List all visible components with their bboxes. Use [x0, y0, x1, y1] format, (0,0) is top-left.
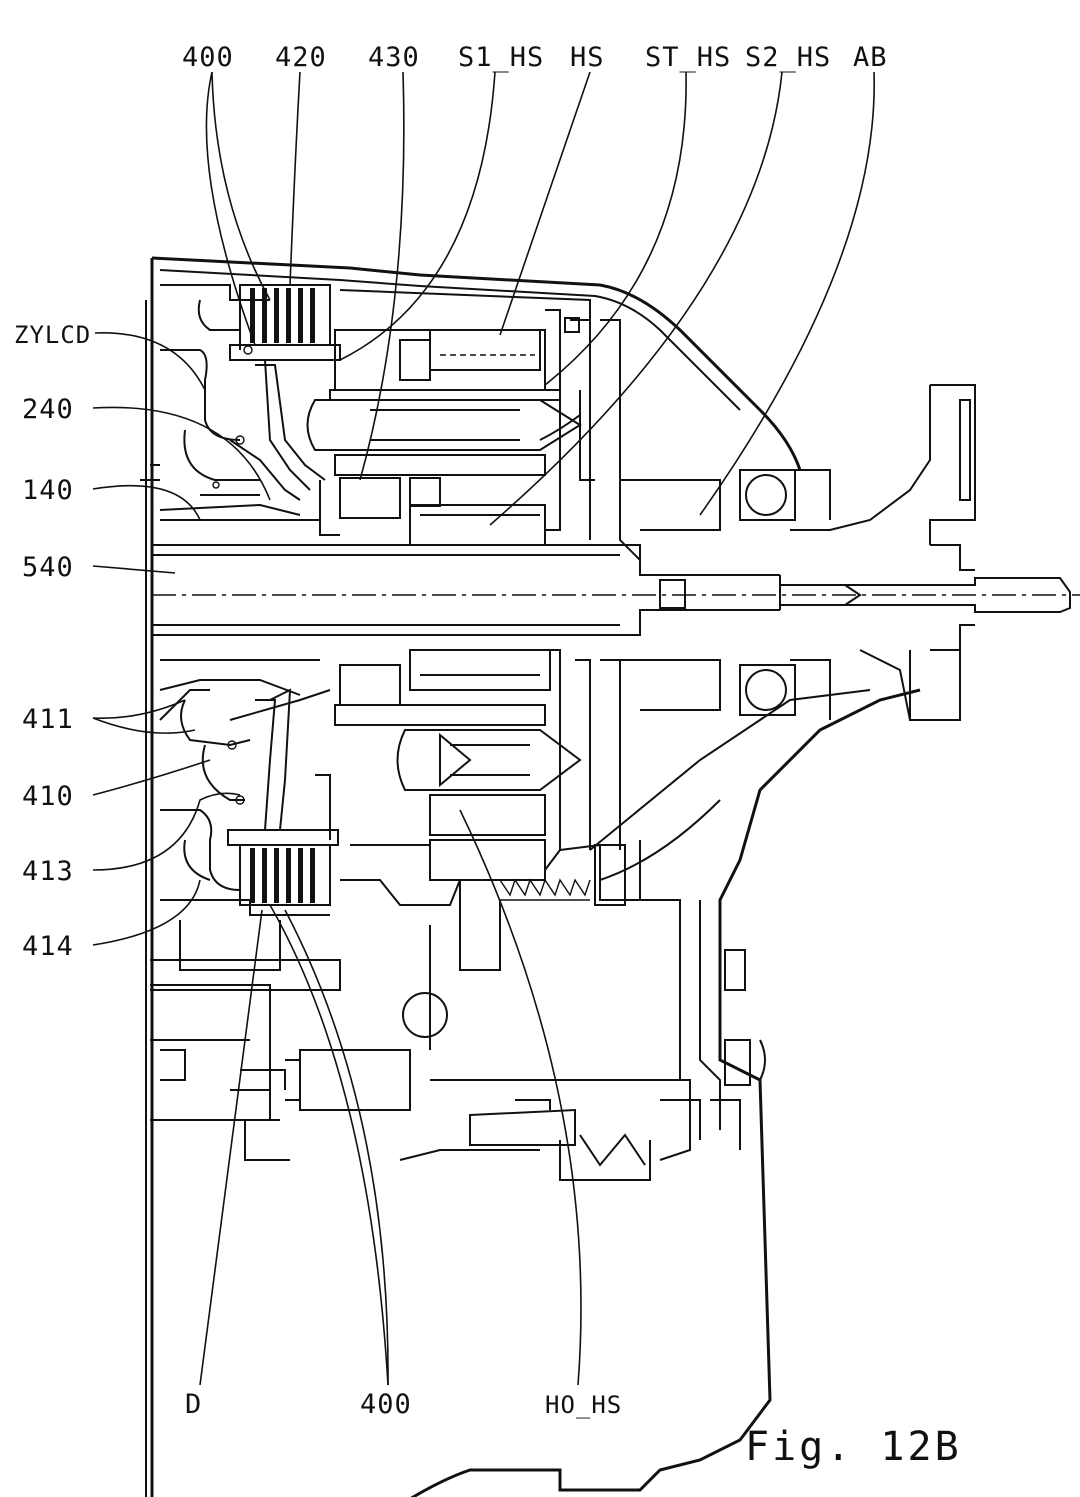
leader-240 — [92, 406, 271, 501]
label-zylcd: ZYLCD — [14, 321, 91, 349]
leader-ho-hs — [459, 809, 582, 1386]
label-s1-hs: S1_HS — [458, 42, 544, 73]
label-d: D — [185, 1389, 202, 1420]
label-414: 414 — [22, 931, 74, 962]
leader-400-top-2 — [205, 71, 256, 346]
label-411: 411 — [22, 704, 74, 735]
output-flange-ab — [620, 384, 976, 721]
leader-st-hs — [544, 71, 687, 386]
label-400-bottom: 400 — [360, 1389, 412, 1420]
leader-hs — [499, 71, 591, 336]
leader-430 — [359, 71, 405, 481]
label-ab: AB — [853, 42, 888, 73]
leader-400-top — [211, 71, 271, 301]
transmission-housing — [140, 256, 921, 1497]
leader-410 — [92, 759, 211, 796]
label-420: 420 — [275, 42, 327, 73]
leader-ab — [699, 71, 875, 516]
label-s2-hs: S2_HS — [745, 42, 831, 73]
label-430: 430 — [368, 42, 420, 73]
leader-s2-hs — [489, 71, 783, 526]
leader-411 — [92, 699, 186, 719]
main-shaft-540 — [152, 544, 1080, 636]
label-410: 410 — [22, 781, 74, 812]
leader-540 — [92, 565, 176, 574]
upper-planetary-set — [306, 289, 641, 561]
label-ho-hs: HO_HS — [545, 1391, 622, 1419]
leader-411-2 — [92, 717, 196, 734]
leader-lines — [92, 71, 875, 1386]
label-st-hs: ST_HS — [645, 42, 731, 73]
label-hs: HS — [570, 42, 605, 73]
lower-friction-plates-400 — [239, 844, 331, 906]
reference-labels: 400 420 430 S1_HS HS ST_HS S2_HS AB ZYLC… — [14, 42, 962, 1470]
lower-housing-valve-body — [150, 879, 766, 1181]
leader-d — [199, 909, 263, 1386]
leader-zylcd — [94, 332, 206, 391]
leader-s1-hs — [339, 71, 496, 361]
lower-clutch-assembly — [159, 659, 339, 916]
leader-413 — [92, 792, 241, 871]
lower-planetary-set — [334, 649, 641, 906]
leader-400-bottom-2 — [269, 904, 389, 1386]
label-540: 540 — [22, 552, 74, 583]
label-413: 413 — [22, 856, 74, 887]
leader-414 — [92, 879, 201, 946]
leader-140 — [92, 484, 201, 521]
label-140: 140 — [22, 475, 74, 506]
label-400-top: 400 — [182, 42, 234, 73]
label-240: 240 — [22, 394, 74, 425]
leader-420 — [289, 71, 301, 286]
leader-400-bottom — [284, 909, 389, 1386]
figure-caption: Fig. 12B — [745, 1424, 962, 1470]
upper-friction-plates-400 — [239, 284, 331, 346]
